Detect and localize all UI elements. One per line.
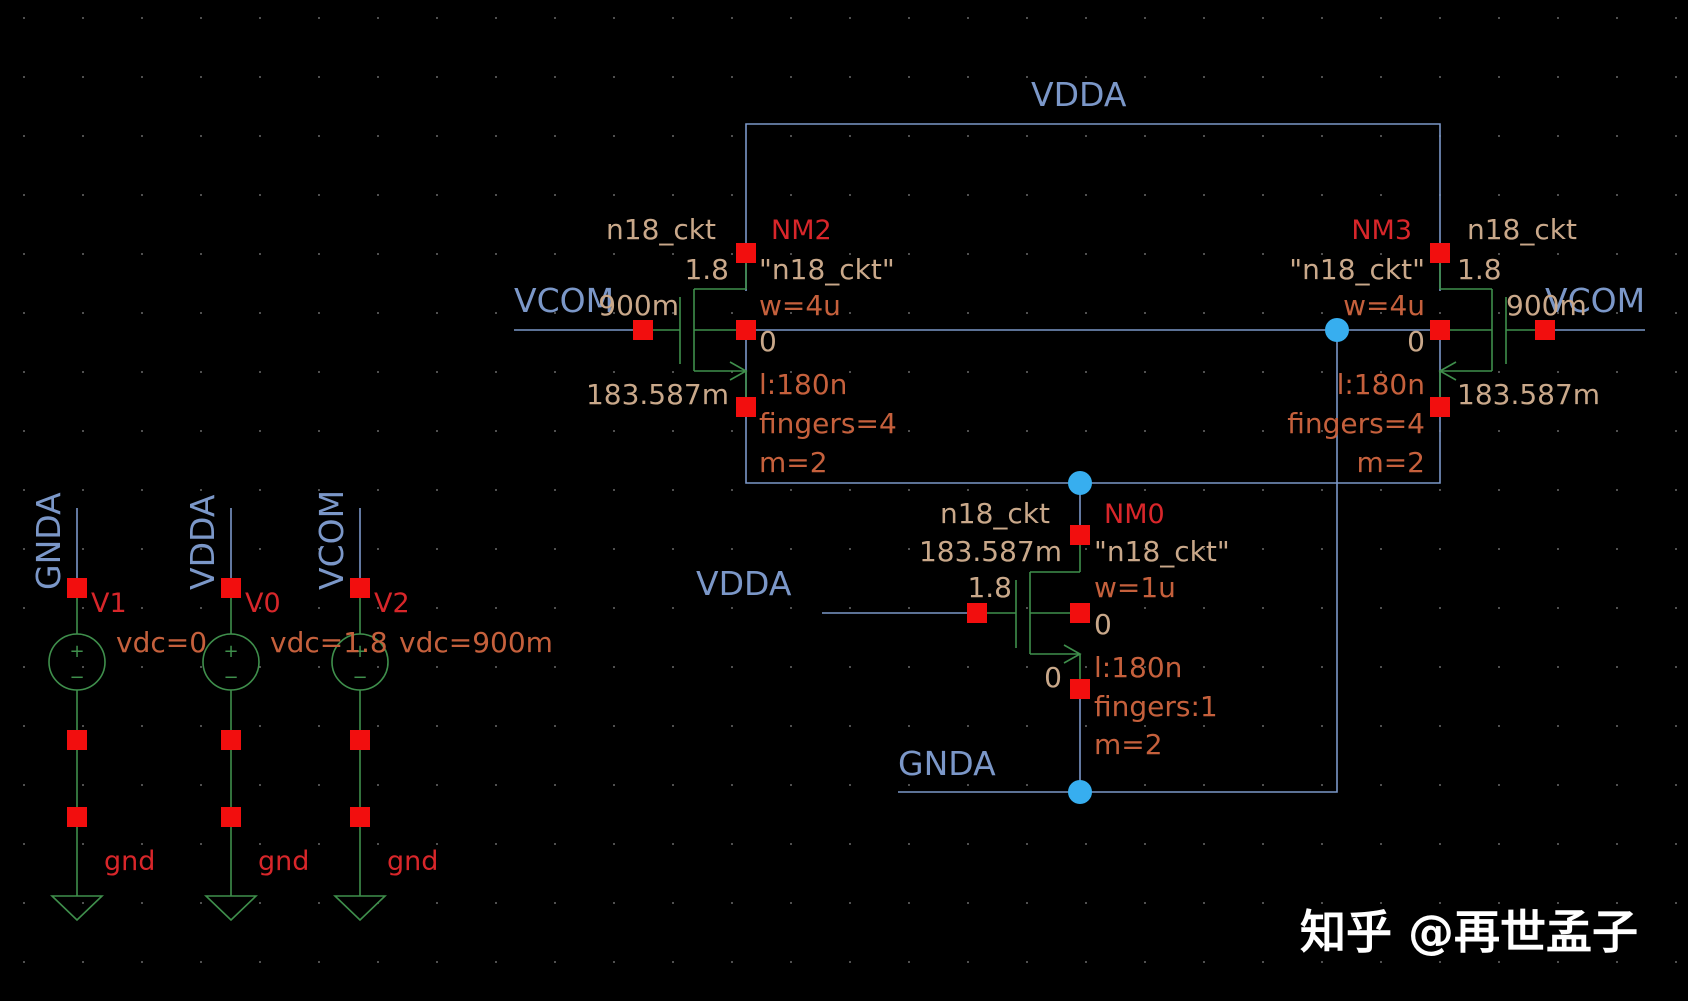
nm0-length: l:180n [1094,651,1182,684]
vsource-v1-symbol: + − [48,588,106,922]
nm3-fingers: fingers=4 [1287,407,1425,440]
v1-value: vdc=0 [116,626,207,659]
svg-text:−: − [223,667,238,688]
nm0-fingers: fingers:1 [1094,690,1218,723]
pin-v2-gnd[interactable] [350,807,370,827]
v0-ground-label: gnd [258,846,309,877]
net-label-vdda-top: VDDA [1031,75,1127,114]
nm0-drain-voltage: 183.587m [919,535,1062,568]
nm2-width: w=4u [759,289,841,322]
nm2-cell-name: n18_ckt [606,213,716,246]
nm3-model: "n18_ckt" [1289,253,1425,286]
v0-instance-name[interactable]: V0 [245,588,281,619]
vsource-v2-symbol: + − [331,588,389,922]
pin-nm2-drain[interactable] [736,243,756,263]
pin-v0-plus[interactable] [221,578,241,598]
nm2-fingers: fingers=4 [759,407,897,440]
pin-nm2-gate[interactable] [633,320,653,340]
pin-nm0-gate[interactable] [967,603,987,623]
v1-instance-name[interactable]: V1 [91,588,127,619]
pin-v2-plus[interactable] [350,578,370,598]
nm2-length: l:180n [759,368,847,401]
pin-nm0-body[interactable] [1070,603,1090,623]
v1-ground-label: gnd [104,846,155,877]
v0-value: vdc=1.8 [270,626,388,659]
v0-net-label: VDDA [183,494,222,590]
nm2-source-voltage: 183.587m [586,378,729,411]
nm3-source-voltage: 183.587m [1457,378,1600,411]
nm0-gate-voltage: 1.8 [967,571,1012,604]
pin-nm0-source[interactable] [1070,679,1090,699]
pins [67,243,1555,827]
nm2-body-voltage: 0 [759,325,777,358]
vsource-v0-labels: VDDA V0 vdc=1.8 gnd [183,494,388,877]
nm3-length: l:180n [1337,368,1425,401]
pin-v1-minus[interactable] [67,730,87,750]
nm3-drain-voltage: 1.8 [1457,253,1502,286]
nm2-multiplier: m=2 [759,446,828,479]
nm0-multiplier: m=2 [1094,728,1163,761]
grid-dots [23,17,1677,963]
svg-text:−: − [352,667,367,688]
pin-nm0-drain[interactable] [1070,525,1090,545]
junction-tail [1068,471,1092,495]
net-label-vdda-gate: VDDA [696,564,792,603]
pin-nm3-body[interactable] [1430,320,1450,340]
nm0-model: "n18_ckt" [1094,535,1230,568]
svg-text:+: + [352,641,367,662]
nm0-body-voltage: 0 [1094,608,1112,641]
junction-gnda [1068,780,1092,804]
pin-v0-minus[interactable] [221,730,241,750]
nm3-width: w=4u [1343,289,1425,322]
pin-v2-minus[interactable] [350,730,370,750]
junction-body [1325,318,1349,342]
v1-net-label: GNDA [29,492,68,590]
svg-text:+: + [223,641,238,662]
nm3-body-voltage: 0 [1407,325,1425,358]
nm0-width: w=1u [1094,571,1176,604]
net-label-vcom-left: VCOM [514,281,614,320]
v2-instance-name[interactable]: V2 [374,588,410,619]
vsource-v2-labels: VCOM V2 vdc=900m gnd [312,490,553,877]
nm3-instance-name[interactable]: NM3 [1351,215,1412,246]
nm0-source-voltage: 0 [1044,661,1062,694]
net-label-gnda: GNDA [898,744,996,783]
pin-nm3-gate[interactable] [1535,320,1555,340]
nm3-gate-voltage: 900m [1506,289,1587,322]
v2-ground-label: gnd [387,846,438,877]
vsource-v0-symbol: + − [202,588,260,922]
nm0-instance-name[interactable]: NM0 [1104,499,1165,530]
nm3-multiplier: m=2 [1356,446,1425,479]
pin-nm3-drain[interactable] [1430,243,1450,263]
pin-nm2-body[interactable] [736,320,756,340]
nm3-cell-name: n18_ckt [1467,213,1577,246]
transistor-nm3-symbol [1438,254,1544,407]
svg-text:−: − [69,667,84,688]
pin-v0-gnd[interactable] [221,807,241,827]
nm2-drain-voltage: 1.8 [684,253,729,286]
transistor-nm0-labels: n18_ckt NM0 183.587m "n18_ckt" 1.8 w=1u … [919,497,1230,761]
nm2-instance-name[interactable]: NM2 [771,215,832,246]
nm0-cell-name: n18_ckt [940,497,1050,530]
pin-nm3-source[interactable] [1430,397,1450,417]
pin-v1-plus[interactable] [67,578,87,598]
transistor-nm2-labels: n18_ckt NM2 1.8 "n18_ckt" 900m w=4u 0 18… [586,213,897,479]
vsource-v1-labels: GNDA V1 vdc=0 gnd [29,492,207,877]
svg-text:+: + [69,641,84,662]
nm2-gate-voltage: 900m [598,289,679,322]
nm2-model: "n18_ckt" [759,253,895,286]
pin-nm2-source[interactable] [736,397,756,417]
v2-value: vdc=900m [399,626,553,659]
transistor-nm3-labels: n18_ckt NM3 1.8 "n18_ckt" 900m w=4u 0 18… [1287,213,1600,479]
pin-v1-gnd[interactable] [67,807,87,827]
net-label-vcom-right: VCOM [1545,281,1645,320]
junctions [1068,318,1349,804]
watermark: 知乎 @再世孟子 [1300,905,1638,959]
v2-net-label: VCOM [312,490,351,590]
